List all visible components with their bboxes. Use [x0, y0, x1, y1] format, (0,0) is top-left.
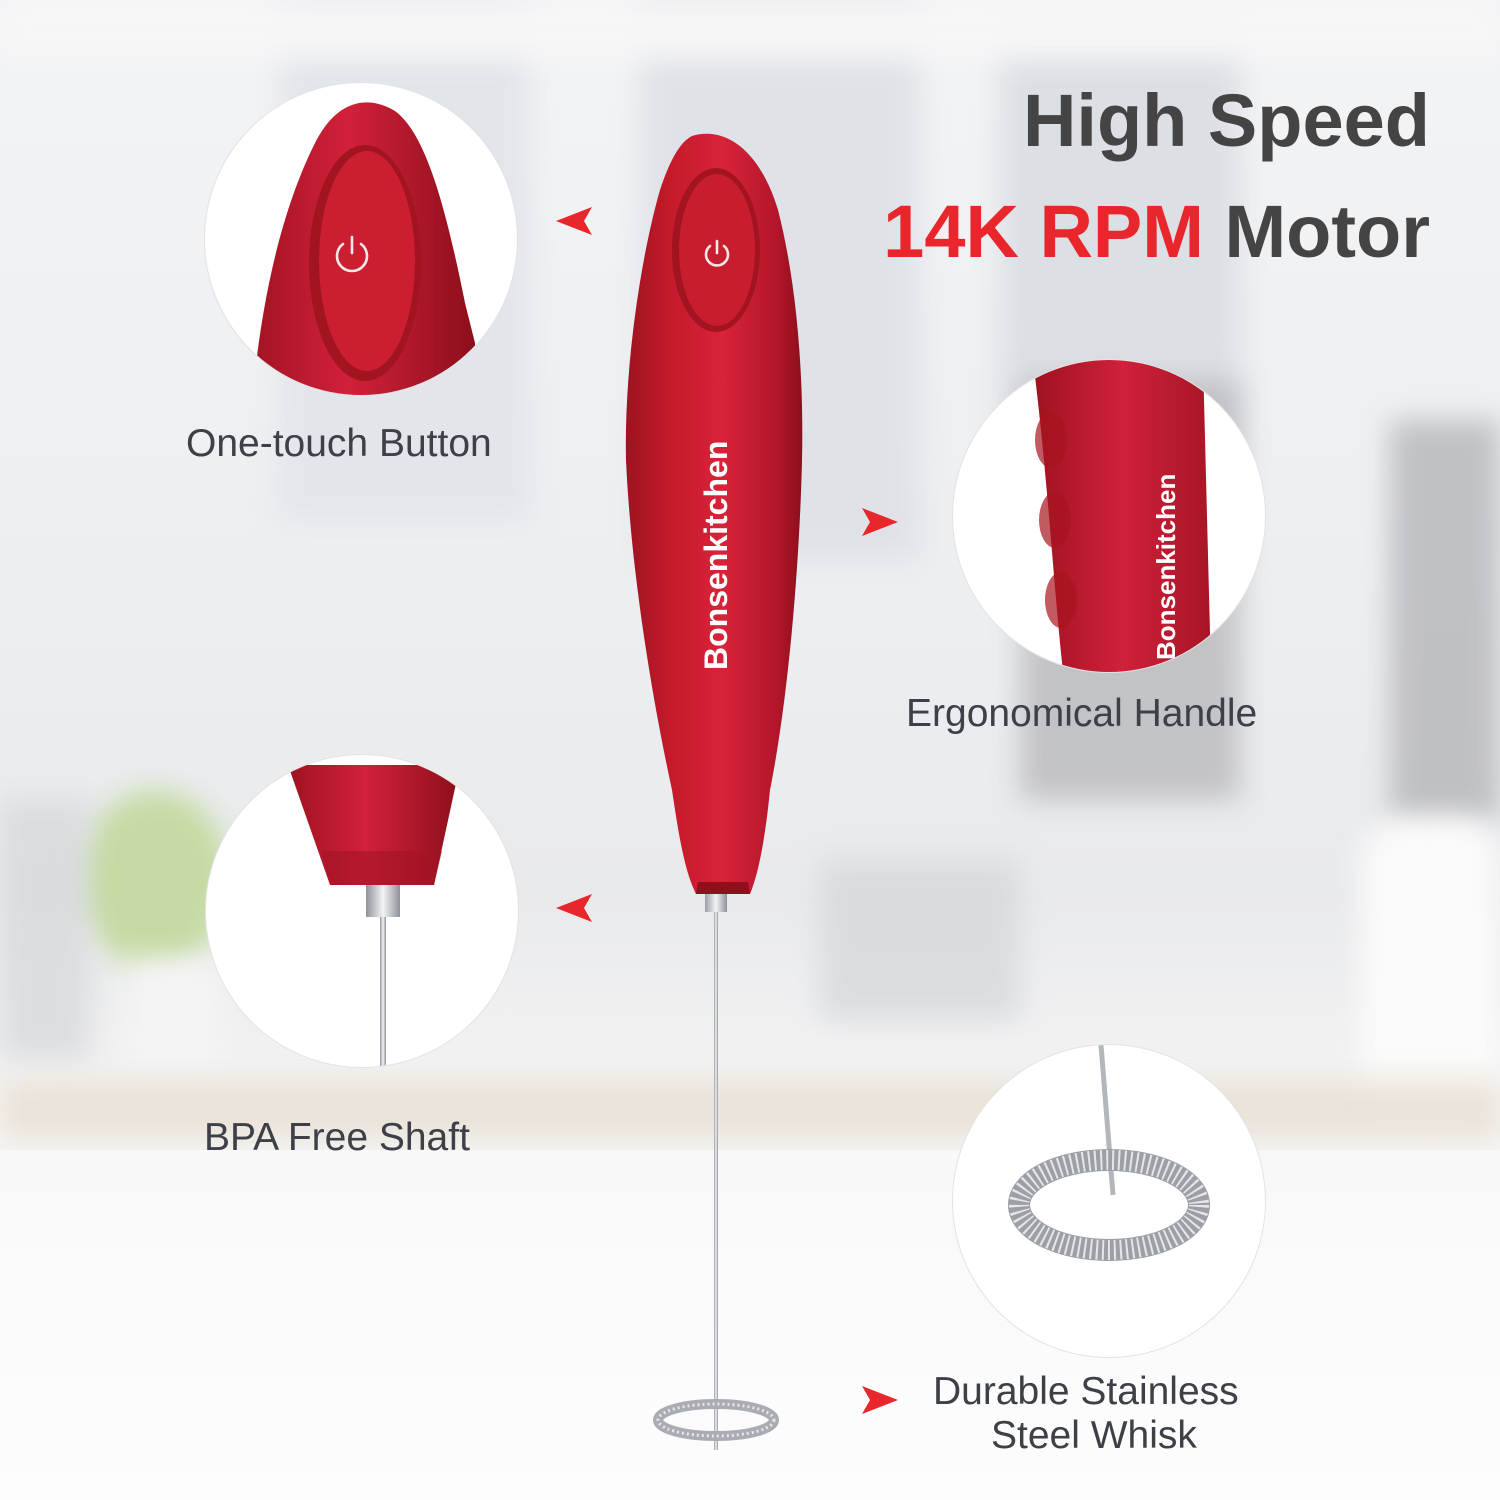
feature-label-shaft: BPA Free Shaft [204, 1116, 470, 1159]
milk-frother: Bonsenkitchen [600, 130, 840, 1500]
brand-logo-text: Bonsenkitchen [1151, 473, 1181, 660]
feature-label-whisk-line2: Steel Whisk [991, 1414, 1197, 1457]
frother-illustration [625, 133, 803, 1500]
power-icon [330, 233, 374, 277]
headline-line2: 14K RPM Motor [883, 195, 1430, 269]
headline-motor: Motor [1224, 190, 1431, 273]
button-closeup [205, 83, 517, 395]
whisk-coil [653, 1399, 779, 1441]
power-icon [700, 237, 734, 271]
feature-label-whisk-line1: Durable Stainless [933, 1370, 1239, 1413]
brand-logo-text: Bonsenkitchen [698, 440, 734, 670]
shaft-closeup [206, 755, 518, 1067]
feature-label-button: One-touch Button [186, 422, 492, 465]
headline-line1: High Speed [1022, 79, 1430, 162]
handle-closeup: Bonsenkitchen [953, 360, 1265, 672]
feature-label-handle: Ergonomical Handle [906, 692, 1258, 735]
whisk-closeup [953, 1045, 1265, 1357]
headline-rpm: 14K RPM [883, 190, 1204, 273]
